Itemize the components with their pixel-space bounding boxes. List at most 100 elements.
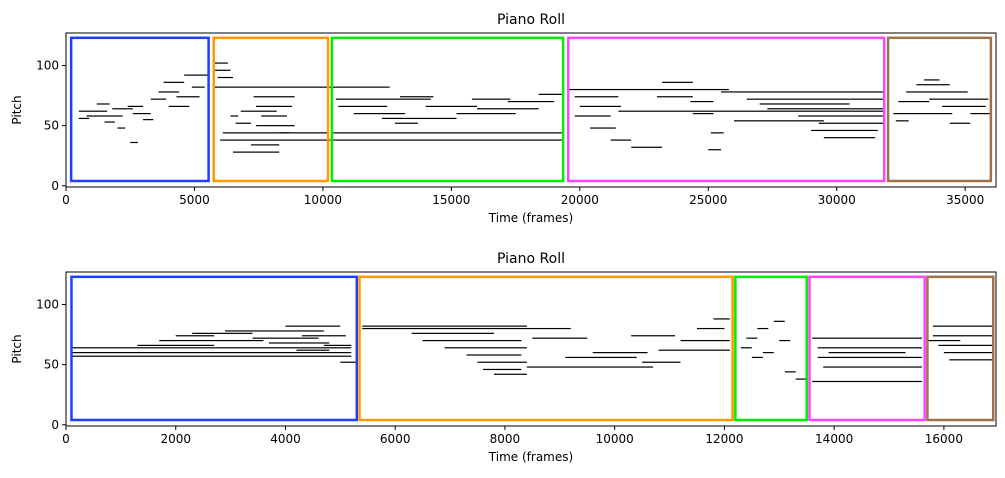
note-bar [192,332,253,334]
note-bar [261,115,287,117]
note-bar [117,127,126,129]
note-bar [279,132,290,134]
note-bar [353,113,406,115]
note-bar [680,339,730,342]
x-tick-label: 6000 [380,432,411,446]
note-bar [225,330,324,332]
note-bar [215,86,390,88]
note-bar [168,105,190,107]
note-bar [812,380,922,383]
note-bar [779,339,791,342]
x-tick-label: 30000 [818,193,856,207]
note-bar [71,355,352,357]
note-bar [252,337,319,339]
note-bar [932,325,994,327]
note-bar [569,88,729,91]
note-bar [381,117,457,120]
note-bar [176,96,200,98]
note-bar [713,318,730,320]
x-axis-label: Time (frames) [488,450,573,464]
note-bar [642,361,681,363]
note-bar [78,117,90,120]
note-bar [924,79,940,81]
axes-frame [65,271,997,427]
x-tick-label: 12000 [705,432,743,446]
note-bar [526,366,654,368]
note-bar [230,115,239,117]
x-tick-label: 0 [62,193,70,207]
note-bar [422,339,522,342]
note-bar [692,113,714,115]
note-bar [708,149,722,151]
note-bar [71,347,352,349]
x-tick-label: 8000 [490,432,521,446]
note-bar [733,120,824,122]
x-tick-label: 0 [62,432,70,446]
note-bar [250,144,280,146]
note-bar [817,347,922,349]
segment-box-1 [69,36,210,183]
note-bar [507,100,555,103]
note-bar [949,122,971,124]
segment-box-1 [70,275,359,422]
note-bar [253,96,295,98]
x-tick-label: 10000 [596,432,634,446]
note-bar [757,327,769,330]
note-bar [565,356,637,359]
note-bar [340,361,357,363]
segment-box-2 [358,275,734,422]
note-bar [631,335,676,337]
notes-layer [78,62,991,153]
note-bar [762,352,774,354]
note-bar [740,347,752,349]
note-bar [296,349,330,351]
note-bar [823,137,876,139]
x-tick-label: 16000 [925,432,963,446]
x-tick-label: 25000 [689,193,727,207]
x-tick-label: 14000 [815,432,853,446]
y-tick-label: 0 [51,418,59,432]
note-bar [143,119,154,121]
y-axis-label: Pitch [10,334,24,363]
note-bar [721,91,883,93]
note-bar [823,366,922,368]
note-bar [795,378,807,380]
x-tick-label: 35000 [946,193,984,207]
note-bar [362,325,527,327]
x-tick-label: 15000 [432,193,470,207]
note-bar [656,96,693,98]
note-bar [130,141,138,144]
note-bar [96,103,110,105]
note-bar [217,76,233,79]
note-bar [399,96,434,98]
note-bar [256,105,293,107]
plot-area [66,272,996,426]
note-bar [592,352,648,354]
x-tick-label: 2000 [160,432,191,446]
note-bar [696,327,725,330]
note-bar [574,96,619,98]
segment-box-4 [567,36,886,183]
note-bar [132,113,151,115]
note-bar [158,91,180,93]
note-bar [163,81,185,83]
notes-layer [71,318,994,383]
note-bar [71,352,352,354]
note-bar [222,132,329,134]
note-bar [493,373,527,375]
note-bar [916,84,950,86]
note-bar [818,122,883,124]
note-bar [269,342,330,344]
note-bar [150,98,167,100]
note-bar [751,356,763,359]
segment-box-2 [212,36,330,183]
note-bar [895,120,909,122]
note-bar [631,146,663,148]
note-bar [658,349,730,351]
note-bar [444,347,527,349]
note-bar [610,139,632,141]
note-bar [411,332,494,334]
note-bar [86,115,123,117]
